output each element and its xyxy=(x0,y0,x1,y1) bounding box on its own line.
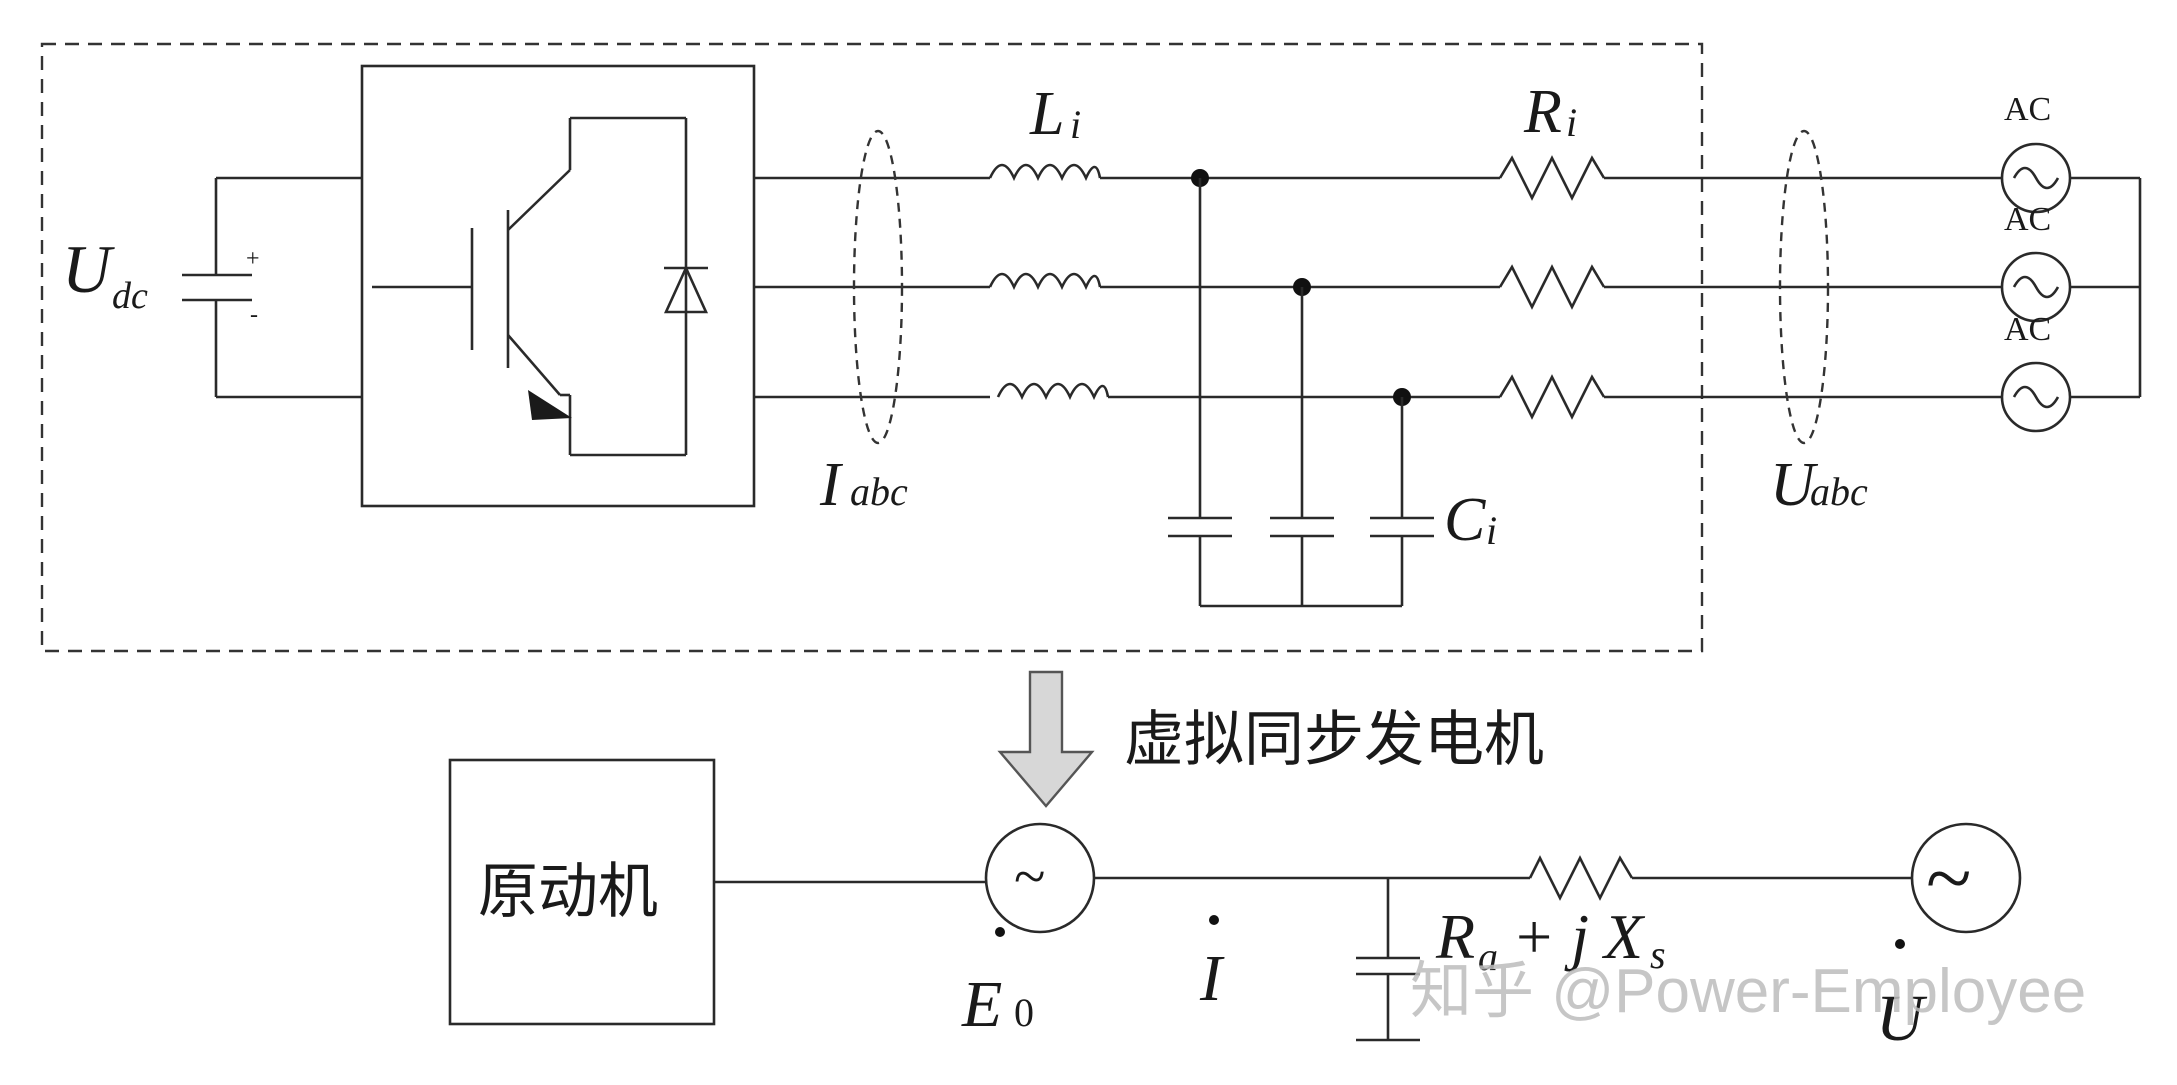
ci-subscript: i xyxy=(1486,508,1497,553)
e0-subscript: 0 xyxy=(1014,990,1034,1035)
xs-label: X xyxy=(1601,901,1646,972)
uabc-subscript: abc xyxy=(1810,469,1868,514)
inverter-system-boundary xyxy=(40,42,1704,653)
diode-symbol xyxy=(663,264,709,314)
grid-tilde: ~ xyxy=(1926,832,1971,925)
li-subscript: i xyxy=(1070,102,1081,147)
current-dot xyxy=(1209,915,1219,925)
igbt-symbol xyxy=(372,116,688,457)
plus-sign: + xyxy=(246,246,260,272)
voltage-measurement-ellipse xyxy=(1778,129,1830,445)
plus-j-label: + j xyxy=(1512,901,1589,972)
dc-source xyxy=(182,176,362,399)
current-phasor-label: I xyxy=(1199,942,1225,1015)
ac-sources xyxy=(2000,142,2072,433)
iabc-subscript: abc xyxy=(850,469,908,514)
prime-mover-label: 原动机 xyxy=(478,857,658,927)
ri-label: R xyxy=(1523,78,1562,146)
e0-label: E xyxy=(961,968,1002,1041)
li-label: L xyxy=(1029,80,1064,148)
e0-dot xyxy=(995,927,1005,937)
igbt-emitter-arrow xyxy=(528,390,572,420)
udc-label: U xyxy=(62,231,115,307)
vsg-title: 虚拟同步发电机 xyxy=(1124,705,1544,775)
udc-subscript: dc xyxy=(112,275,148,317)
prime-mover-box xyxy=(448,758,716,1026)
phase-lines xyxy=(754,155,2142,420)
grid-source-symbol xyxy=(1910,822,2022,934)
minus-sign: - xyxy=(250,302,258,328)
capacitor-bank xyxy=(1168,169,1434,608)
shunt-capacitor xyxy=(1356,878,1420,1042)
iabc-label: I xyxy=(819,451,844,519)
generator-tilde: ~ xyxy=(1014,844,1045,909)
ri-subscript: i xyxy=(1566,100,1577,145)
ra-label: R xyxy=(1435,901,1475,972)
ac-label-1: AC xyxy=(2004,91,2051,128)
ra-subscript: a xyxy=(1478,934,1498,979)
ac-label-3: AC xyxy=(2004,311,2051,348)
watermark: 知乎 @Power-Employee xyxy=(1410,957,2086,1026)
xs-subscript: s xyxy=(1650,932,1666,977)
ac-label-2: AC xyxy=(2004,201,2051,238)
grid-voltage-dot xyxy=(1895,939,1905,949)
ci-label: C xyxy=(1444,486,1486,554)
grid-voltage-label: U xyxy=(1876,982,1928,1055)
down-arrow xyxy=(997,670,1095,808)
current-measurement-ellipse xyxy=(852,129,904,445)
uabc-label: U xyxy=(1770,451,1819,519)
